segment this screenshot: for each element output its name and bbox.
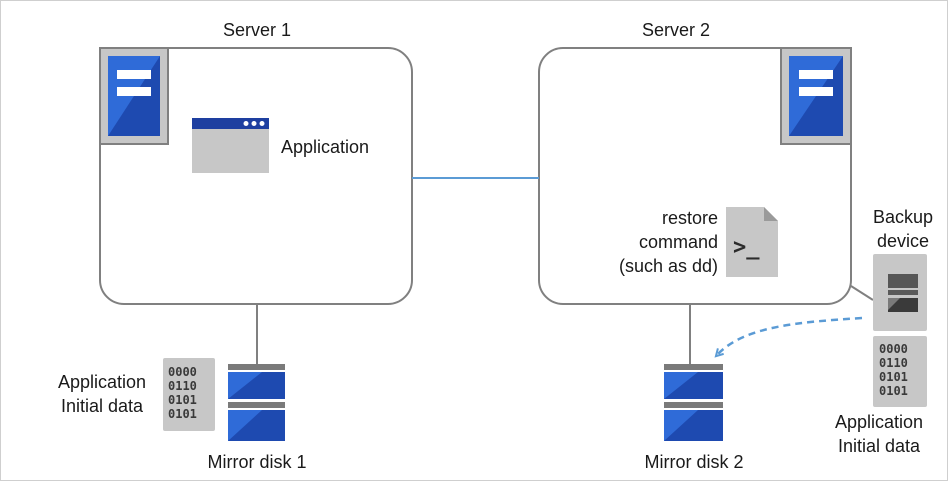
mirror-disk-2-label: Mirror disk 2 — [644, 452, 744, 472]
binary-row: 0110 — [879, 356, 908, 370]
initial-data-1-line-1: Application — [57, 372, 147, 392]
backup-device-icon — [873, 254, 927, 331]
initial-data-2-label: Application Initial data — [823, 410, 935, 458]
binary-row: 0000 — [168, 365, 197, 379]
initial-data-1-line-2: Initial data — [60, 396, 144, 416]
prompt-glyph: >_ — [733, 235, 760, 260]
initial-data-2-icon: 0000 0110 0101 0101 — [873, 336, 927, 407]
restore-arrow — [718, 316, 863, 354]
server-2-label: Server 2 — [641, 20, 711, 40]
mirror-disk-2-icon — [664, 364, 723, 441]
binary-row: 0101 — [168, 393, 197, 407]
initial-data-1-label: Application Initial data — [46, 370, 158, 418]
restore-command-icon: >_ — [726, 207, 778, 277]
mirror-disk-1-icon — [228, 364, 285, 441]
backup-device-label: Backup device — [855, 205, 948, 253]
backup-label-line-1: Backup — [872, 207, 934, 227]
initial-data-2-line-1: Application — [834, 412, 924, 432]
binary-row: 0101 — [879, 370, 908, 384]
binary-row: 0101 — [168, 407, 197, 421]
backup-label-line-2: device — [876, 231, 930, 251]
application-label: Application — [281, 137, 370, 157]
restore-label-line-2: command — [638, 232, 718, 252]
binary-row: 0101 — [879, 384, 908, 398]
restore-command-label: restore command (such as dd) — [590, 206, 718, 278]
server-2-icon — [780, 47, 852, 145]
backup-device-connector — [850, 285, 874, 301]
application-window-icon — [192, 118, 269, 173]
restore-label-line-1: restore — [661, 208, 718, 228]
binary-row: 0110 — [168, 379, 197, 393]
initial-data-2-line-2: Initial data — [837, 436, 921, 456]
initial-data-1-icon: 0000 0110 0101 0101 — [163, 358, 215, 431]
binary-row: 0000 — [879, 342, 908, 356]
restore-label-line-3: (such as dd) — [618, 256, 718, 276]
server-1-icon — [99, 47, 169, 145]
server-1-label: Server 1 — [222, 20, 292, 40]
mirror-disk-1-label: Mirror disk 1 — [207, 452, 307, 472]
